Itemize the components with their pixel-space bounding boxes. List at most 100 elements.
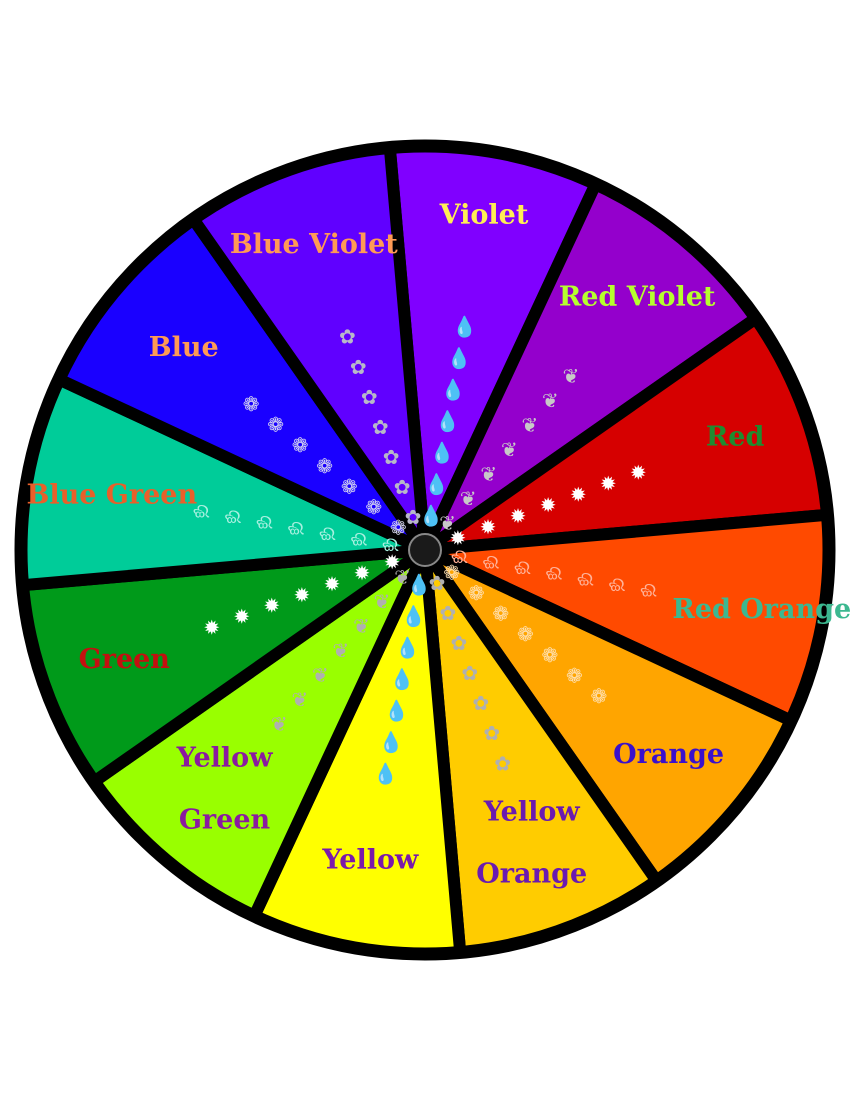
flower-icon: ✿ [405, 505, 422, 529]
butterfly-icon: ଈ [382, 532, 399, 556]
ginkgo-leaf-icon: ❦ [542, 389, 559, 413]
rose-icon: ❁ [243, 392, 260, 416]
flower-icon: ✿ [394, 475, 411, 499]
label-yellow-green-line2: Green [179, 805, 271, 836]
flower-icon: ✿ [472, 691, 489, 715]
maple-leaf-icon: ✹ [263, 594, 280, 618]
maple-leaf-icon: ✹ [600, 471, 617, 495]
ginkgo-leaf-icon: ❦ [521, 413, 538, 437]
rose-icon: ❁ [468, 581, 485, 605]
raindrop-icon: 💧 [373, 762, 398, 786]
wheel-rim [14, 139, 836, 961]
ginkgo-leaf-icon: ❦ [353, 614, 370, 638]
rose-icon: ❁ [492, 602, 509, 626]
rose-icon: ❁ [591, 684, 608, 708]
butterfly-icon: ଈ [514, 555, 531, 579]
flower-icon: ✿ [339, 325, 356, 349]
maple-leaf-icon: ✹ [354, 561, 371, 585]
label-blue-green: Blue Green [27, 479, 198, 510]
maple-leaf-icon: ✹ [540, 493, 557, 517]
flower-icon: ✿ [350, 355, 367, 379]
maple-leaf-icon: ✹ [630, 460, 647, 484]
ginkgo-leaf-icon: ❦ [291, 687, 308, 711]
flower-icon: ✿ [383, 445, 400, 469]
ginkgo-leaf-icon: ❦ [332, 638, 349, 662]
label-red: Red [706, 422, 765, 453]
rose-icon: ❁ [292, 433, 309, 457]
label-red-violet: Red Violet [559, 282, 716, 313]
raindrop-icon: 💧 [430, 441, 455, 465]
rose-icon: ❁ [341, 474, 358, 498]
flower-icon: ✿ [429, 571, 446, 595]
rose-icon: ❁ [542, 643, 559, 667]
label-blue: Blue [149, 332, 219, 363]
label-violet: Violet [439, 200, 529, 231]
flower-icon: ✿ [451, 631, 468, 655]
label-yellow-green-line1: Yellow [176, 743, 274, 774]
flower-icon: ✿ [361, 385, 378, 409]
maple-leaf-icon: ✹ [324, 572, 341, 596]
label-yellow-orange-line1: Yellow [483, 797, 581, 828]
rose-icon: ❁ [316, 454, 333, 478]
rose-icon: ❁ [566, 663, 583, 687]
flower-icon: ✿ [483, 721, 500, 745]
maple-leaf-icon: ✹ [294, 583, 311, 607]
ginkgo-leaf-icon: ❦ [480, 462, 497, 486]
maple-leaf-icon: ✹ [450, 526, 467, 550]
label-blue-violet: Blue Violet [230, 229, 398, 260]
butterfly-icon: ଈ [482, 550, 499, 574]
ginkgo-leaf-icon: ❦ [501, 438, 518, 462]
maple-leaf-icon: ✹ [480, 515, 497, 539]
maple-leaf-icon: ✹ [510, 504, 527, 528]
raindrop-icon: 💧 [435, 409, 460, 433]
maple-leaf-icon: ✹ [384, 550, 401, 574]
flower-icon: ✿ [440, 601, 457, 625]
raindrop-icon: 💧 [424, 472, 449, 496]
raindrop-icon: 💧 [452, 314, 477, 338]
butterfly-icon: ଈ [193, 499, 210, 523]
ginkgo-leaf-icon: ❦ [563, 364, 580, 388]
butterfly-icon: ଈ [545, 561, 562, 585]
flower-icon: ✿ [372, 415, 389, 439]
raindrop-icon: 💧 [419, 504, 444, 528]
rose-icon: ❁ [517, 622, 534, 646]
label-red-orange: Red Orange [672, 594, 850, 625]
butterfly-icon: ଈ [224, 504, 241, 528]
raindrop-icon: 💧 [384, 699, 409, 723]
ginkgo-leaf-icon: ❦ [439, 511, 456, 535]
raindrop-icon: 💧 [441, 378, 466, 402]
ginkgo-leaf-icon: ❦ [394, 565, 411, 589]
raindrop-icon: 💧 [395, 636, 420, 660]
raindrop-icon: 💧 [390, 667, 415, 691]
rose-icon: ❁ [390, 516, 407, 540]
raindrop-icon: 💧 [401, 604, 426, 628]
flower-icon: ✿ [494, 751, 511, 775]
butterfly-icon: ଈ [640, 577, 657, 601]
ginkgo-leaf-icon: ❦ [374, 589, 391, 613]
maple-leaf-icon: ✹ [570, 482, 587, 506]
ginkgo-leaf-icon: ❦ [271, 712, 288, 736]
label-yellow: Yellow [321, 845, 419, 876]
flower-icon: ✿ [461, 661, 478, 685]
rose-icon: ❁ [365, 495, 382, 519]
maple-leaf-icon: ✹ [233, 605, 250, 629]
label-green: Green [79, 644, 171, 675]
butterfly-icon: ଈ [451, 544, 468, 568]
raindrop-icon: 💧 [446, 346, 471, 370]
butterfly-icon: ଈ [350, 526, 367, 550]
label-orange: Orange [613, 739, 724, 770]
butterfly-icon: ଈ [577, 566, 594, 590]
rose-icon: ❁ [443, 561, 460, 585]
ginkgo-leaf-icon: ❦ [312, 663, 329, 687]
butterfly-icon: ଈ [287, 515, 304, 539]
ginkgo-leaf-icon: ❦ [460, 487, 477, 511]
label-yellow-orange-line2: Orange [476, 859, 587, 890]
butterfly-icon: ଈ [256, 510, 273, 534]
center-hub [408, 533, 442, 567]
raindrop-icon: 💧 [379, 730, 404, 754]
butterfly-icon: ଈ [319, 521, 336, 545]
maple-leaf-icon: ✹ [203, 616, 220, 640]
butterfly-icon: ଈ [608, 572, 625, 596]
